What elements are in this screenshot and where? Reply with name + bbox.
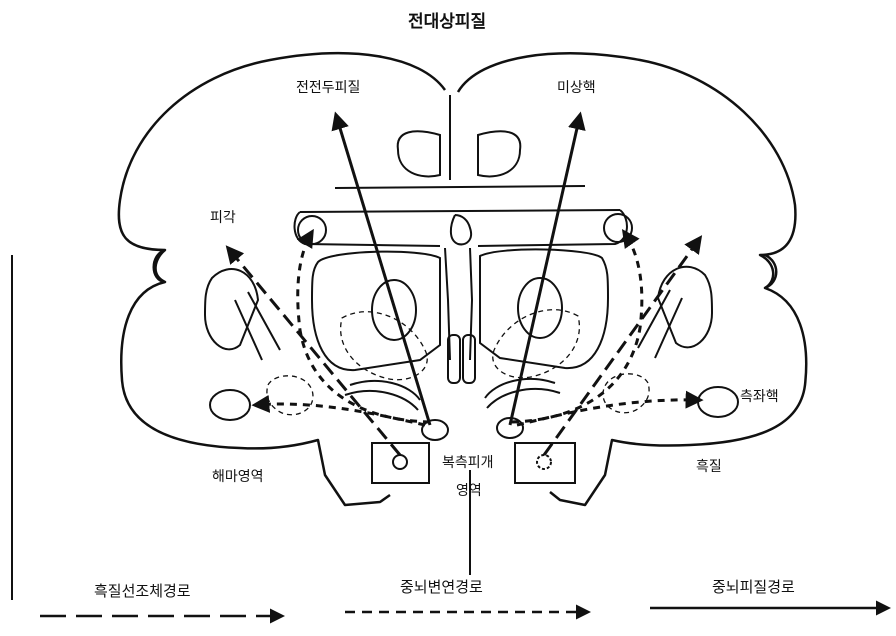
legend-lines — [40, 608, 888, 616]
label-vta-line2: 영역 — [456, 480, 482, 500]
legend-mesolimbic-label: 중뇌변연경로 — [400, 576, 483, 597]
label-prefrontal: 전전두피질 — [296, 77, 360, 97]
label-hippocampus: 해마영역 — [212, 466, 264, 486]
brain-outline — [119, 53, 806, 505]
legend-nigrostriatal-label: 흑질선조체경로 — [94, 580, 191, 601]
midline-structures — [295, 95, 627, 360]
label-substantia-nigra: 흑질 — [696, 456, 722, 476]
legend-mesocortical-label: 중뇌피질경로 — [712, 576, 795, 597]
label-accumbens: 측좌핵 — [740, 386, 779, 406]
mesocortical-pathway — [336, 115, 580, 425]
diagram-title: 전대상피질 — [408, 7, 486, 32]
label-amygdala: 미상핵 — [557, 77, 596, 97]
label-vta-line1: 복측피개 — [442, 452, 494, 472]
striatum — [312, 249, 608, 410]
label-olfactory: 피각 — [210, 207, 236, 227]
